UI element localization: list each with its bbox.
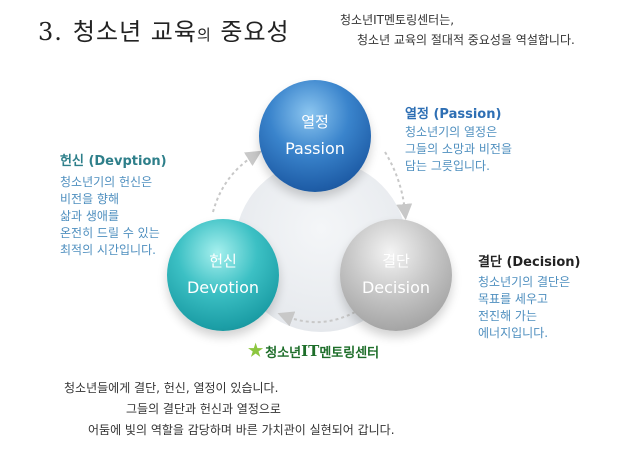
section-number: 3. [38, 18, 63, 46]
devotion-line-4: 온전히 드릴 수 있는 [60, 226, 160, 240]
devotion-circle-en: Devotion [186, 278, 260, 297]
decision-line-4: 에너지입니다. [478, 326, 549, 340]
passion-line-2: 그들의 소망과 비전을 [405, 142, 512, 156]
arrow-decision-to-devotion [277, 311, 356, 327]
decision-circle-ko: 결단 [382, 252, 410, 270]
devotion-circle: 헌신 Devotion [167, 219, 279, 331]
passion-circle: 열정 Passion [259, 80, 371, 192]
logo-text-pre: 청소년 [265, 345, 302, 361]
passion-circle-ko: 열정 [301, 113, 329, 131]
intro-line-1: 청소년IT멘토링센터는, [340, 13, 455, 27]
logo-text-it: IT [301, 342, 320, 360]
intro-line-2: 청소년 교육의 절대적 중요성을 역설합니다. [357, 33, 575, 47]
devotion-line-1: 청소년기의 헌신은 [60, 175, 153, 189]
passion-line-1: 청소년기의 열정은 [405, 125, 498, 139]
title-particle: 의 [196, 26, 212, 44]
decision-line-2: 목표를 세우고 [478, 292, 549, 306]
title-part-1: 청소년 교육 [72, 18, 197, 46]
title-part-3: 중요성 [211, 18, 290, 46]
decision-circle: 결단 Decision [340, 219, 452, 331]
decision-line-3: 전진해 가는 [478, 309, 538, 323]
devotion-circle-ko: 헌신 [209, 252, 237, 270]
passion-title: 열정 (Passion) [405, 107, 502, 122]
passion-circle-en: Passion [285, 139, 345, 158]
bottom-line-1: 청소년들에게 결단, 헌신, 열정이 있습니다. [64, 381, 279, 395]
devotion-line-5: 최적의 시간입니다. [60, 243, 156, 257]
bottom-line-2: 그들의 결단과 헌신과 열정으로 [126, 402, 281, 416]
devotion-line-3: 삶과 생애를 [60, 209, 120, 223]
bottom-line-3: 어둠에 빛의 역할을 감당하며 바른 가치관이 실현되어 갑니다. [88, 423, 395, 437]
devotion-title: 헌신 (Devption) [60, 154, 167, 169]
decision-line-1: 청소년기의 결단은 [478, 275, 571, 289]
star-icon: ★ [248, 341, 264, 361]
devotion-line-2: 비전을 향해 [60, 192, 120, 206]
decision-circle-en: Decision [361, 278, 431, 297]
arrow-passion-to-decision [384, 151, 413, 220]
page-title: 3. 청소년 교육의 중요성 [38, 12, 290, 47]
decision-title: 결단 (Decision) [478, 255, 581, 270]
arrow-devotion-to-passion [212, 150, 262, 213]
logo-text-post: 멘토링센터 [319, 345, 380, 361]
passion-line-3: 담는 그릇입니다. [405, 159, 490, 173]
